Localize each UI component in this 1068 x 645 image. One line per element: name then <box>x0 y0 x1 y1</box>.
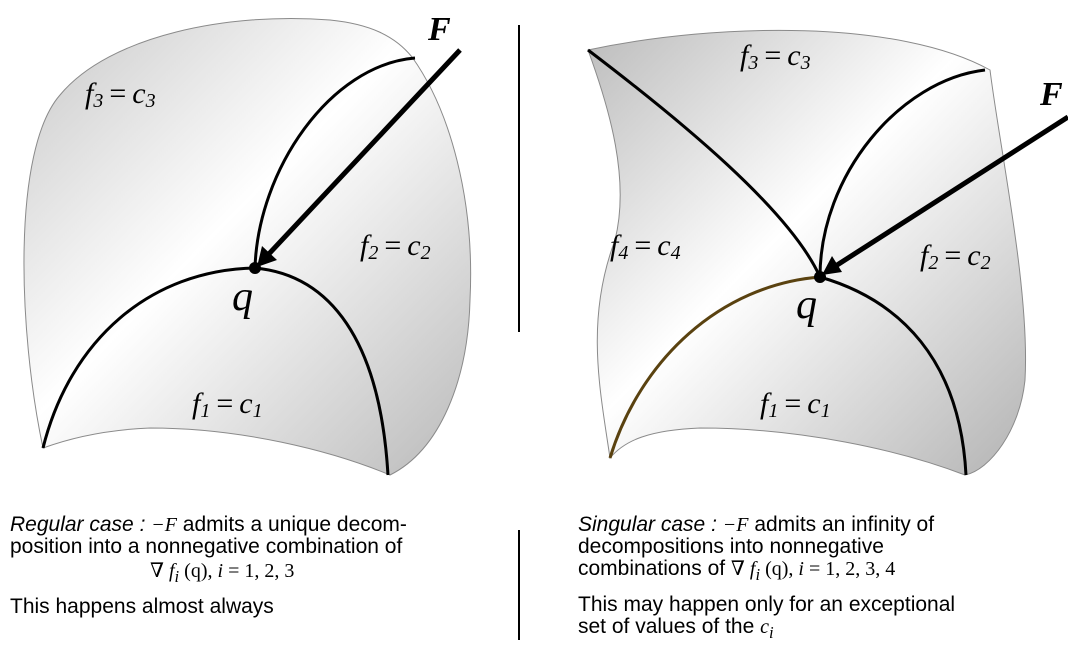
left-caption-line2: position into a nonnegative combination … <box>10 535 403 558</box>
left-caption: Regular case : −F admits a unique decom-… <box>10 514 510 618</box>
right-nabla: ∇ <box>730 558 745 580</box>
left-math-q: (q), <box>179 560 218 582</box>
left-math-f: f <box>168 560 175 582</box>
left-curve-top <box>253 56 416 269</box>
right-curve-bottom-right <box>819 275 968 476</box>
left-point-label: q <box>232 274 253 320</box>
right-caption-line1: Singular case : −F admits an infinity of <box>578 513 1058 537</box>
left-neg-f: −F <box>151 514 177 536</box>
left-math-rest: = 1, 2, 3 <box>223 560 295 582</box>
left-caption-math: ∇ fi (q), i = 1, 2, 3 <box>10 560 510 588</box>
right-curve-bottom-left <box>608 275 821 459</box>
right-caption-note2: set of values of the ci <box>578 616 1058 644</box>
right-note-c: c <box>760 616 769 638</box>
right-curve-top <box>818 68 986 278</box>
right-force-label: F <box>1039 76 1063 113</box>
right-caption-text1: admits an infinity of <box>748 513 935 536</box>
right-math-i2: i <box>798 558 804 580</box>
left-math-i2: i <box>217 560 224 582</box>
right-note-ci: i <box>769 623 774 642</box>
right-point-q <box>814 271 826 283</box>
right-force-arrow <box>832 114 1068 270</box>
right-case-label: Singular case : <box>578 513 717 536</box>
left-arrowhead <box>257 246 277 267</box>
left-caption-note: This happens almost always <box>10 595 274 618</box>
left-caption-line1: Regular case : −F admits a unique decom- <box>10 513 510 537</box>
right-point-label: q <box>796 282 817 328</box>
left-caption-text1: admits a unique decom- <box>176 513 407 536</box>
left-force-arrow <box>264 48 462 259</box>
right-diagram <box>587 29 1068 476</box>
left-math-i: i <box>174 567 180 586</box>
right-note-text2: set of values of the <box>578 615 761 638</box>
right-caption-text3: combinations of <box>578 557 731 580</box>
right-math-q: (q), <box>760 558 799 580</box>
right-caption-line2: decompositions into nonnegative <box>578 535 884 558</box>
right-curve-diagonal <box>587 48 822 278</box>
left-nabla: ∇ <box>150 560 164 582</box>
right-math-i: i <box>755 565 761 584</box>
right-caption-note1: This may happen only for an exceptional <box>578 593 956 616</box>
left-force-label: F <box>427 11 451 48</box>
right-math-rest: = 1, 2, 3, 4 <box>803 558 896 580</box>
right-caption: Singular case : −F admits an infinity of… <box>578 514 1058 644</box>
right-caption-line3: combinations of ∇ fi (q), i = 1, 2, 3, 4 <box>578 558 1058 586</box>
right-arrowhead <box>822 256 842 275</box>
right-neg-f: −F <box>722 514 749 536</box>
left-case-label: Regular case : <box>10 513 146 536</box>
right-region-f1: f1=c1 <box>760 387 831 422</box>
left-surface <box>23 17 472 476</box>
right-math-f: f <box>749 558 756 580</box>
left-point-q <box>249 262 261 274</box>
left-diagram <box>23 17 472 476</box>
